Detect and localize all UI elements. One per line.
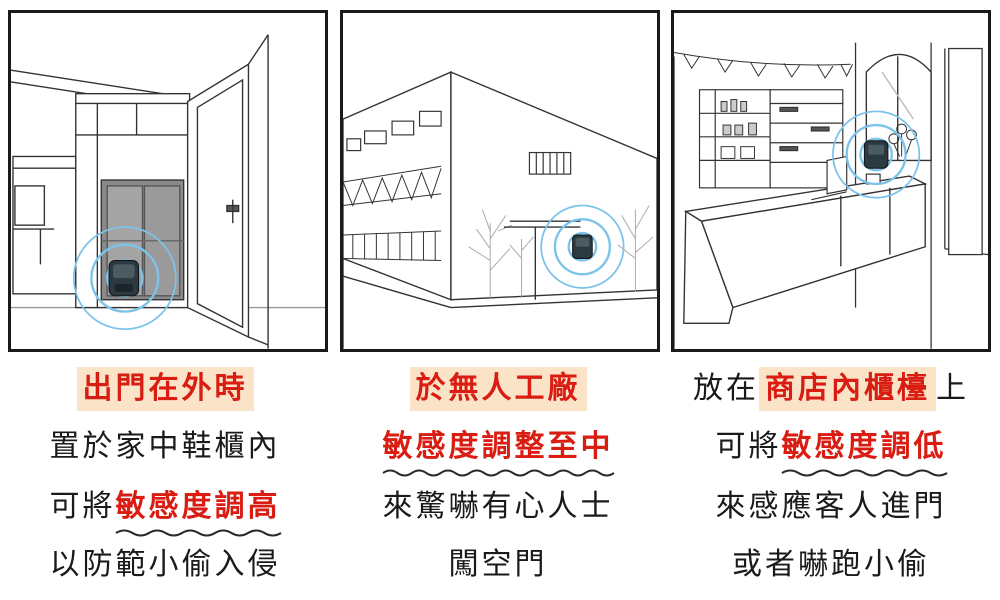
sensitivity-text: 敏感度調高	[115, 489, 281, 524]
caption-line: 闖空門	[448, 547, 548, 582]
scene-panel-home	[8, 10, 328, 352]
caption-line: 來驚嚇有心人士	[382, 489, 614, 524]
caption-line: 來感應客人進門	[715, 489, 947, 524]
caption-line: 或者嚇跑小偷	[732, 547, 930, 582]
wavy-underline	[114, 529, 282, 537]
caption-line: 置於家中鞋櫃內	[49, 429, 281, 464]
caption-factory: 於無人工廠 敏感度調整至中 來驚嚇有心人士 闖空門	[333, 360, 663, 592]
wavy-underline	[780, 469, 948, 477]
caption-line: 可將敏感度調高	[0, 482, 330, 537]
caption-suffix: 上	[936, 371, 969, 406]
factory-illustration	[343, 71, 657, 349]
wavy-underline	[381, 469, 615, 477]
caption-line: 敏感度調整至中	[333, 422, 663, 477]
home-illustration	[11, 34, 325, 349]
scene-panel-shop	[671, 10, 991, 352]
heading-highlight: 商店內櫃檯	[759, 367, 936, 411]
caption-home: 出門在外時 置於家中鞋櫃內 可將敏感度調高 以防範小偷入侵	[0, 360, 330, 592]
caption-line: 以防範小偷入侵	[49, 547, 281, 582]
sensitivity-highlight: 敏感度調高	[114, 482, 282, 537]
sensitivity-highlight: 敏感度調整至中	[381, 422, 615, 477]
caption-shop: 放在商店內櫃檯上 可將敏感度調低 來感應客人進門 或者嚇跑小偷	[666, 360, 996, 592]
sensitivity-text: 敏感度調低	[781, 429, 947, 464]
caption-heading: 放在商店內櫃檯上	[666, 364, 996, 414]
caption-line: 可將敏感度調低	[666, 422, 996, 477]
heading-highlight: 於無人工廠	[409, 367, 587, 411]
caption-prefix: 可將	[49, 489, 116, 524]
caption-heading: 出門在外時	[0, 364, 330, 414]
shop-illustration	[674, 42, 988, 349]
scene-panel-factory	[340, 10, 660, 352]
caption-prefix: 可將	[715, 429, 782, 464]
sensitivity-text: 敏感度調整至中	[382, 429, 614, 464]
caption-heading: 於無人工廠	[333, 364, 663, 414]
sensitivity-highlight: 敏感度調低	[780, 422, 948, 477]
caption-prefix: 放在	[693, 371, 759, 406]
heading-highlight: 出門在外時	[76, 367, 254, 411]
